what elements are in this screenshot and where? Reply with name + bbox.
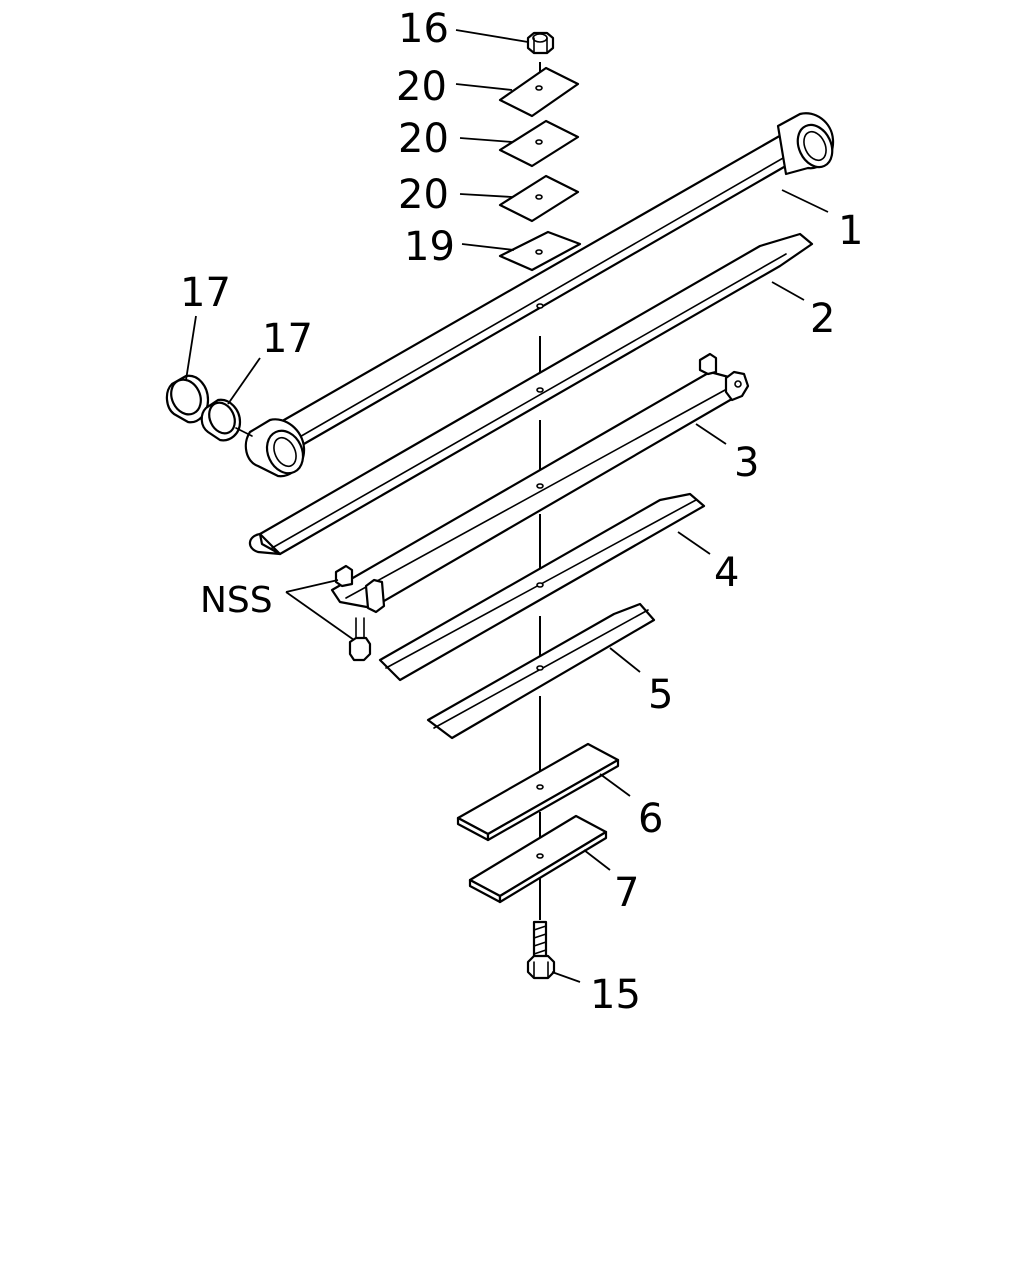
part-2-leaf xyxy=(248,232,814,556)
part-15-bolt xyxy=(526,920,556,980)
callout-19: 19 xyxy=(404,224,455,270)
part-1-main-leaf xyxy=(244,112,835,478)
callout-5: 5 xyxy=(648,672,673,718)
callout-4: 4 xyxy=(714,550,739,596)
part-3-leaf xyxy=(330,352,750,614)
nss-rivet xyxy=(348,617,372,662)
callout-20-b: 20 xyxy=(398,116,449,162)
part-20-plate-a xyxy=(498,66,580,118)
callout-3: 3 xyxy=(734,440,759,486)
part-16-nut xyxy=(526,31,555,55)
part-19-plate xyxy=(498,230,582,272)
callout-7: 7 xyxy=(614,870,639,916)
part-5-leaf xyxy=(426,602,656,740)
callout-20-a: 20 xyxy=(396,64,447,110)
callout-nss: NSS xyxy=(200,580,273,621)
callout-labels: 16 20 20 20 19 1 2 17 17 3 4 NSS 5 6 7 1… xyxy=(180,6,863,1018)
part-17-bushing-outer xyxy=(165,374,210,424)
callout-20-c: 20 xyxy=(398,172,449,218)
part-6-plate xyxy=(456,742,620,842)
callout-16: 16 xyxy=(398,6,449,52)
part-20-plate-c xyxy=(498,174,580,223)
callout-15: 15 xyxy=(590,972,641,1018)
callout-6: 6 xyxy=(638,796,663,842)
leader-lines xyxy=(185,29,829,983)
callout-2: 2 xyxy=(810,296,835,342)
part-17-bushing-inner xyxy=(200,398,253,442)
part-20-plate-b xyxy=(498,119,580,168)
part-7-plate xyxy=(468,814,608,904)
callout-17-b: 17 xyxy=(262,316,313,362)
callout-17-a: 17 xyxy=(180,270,231,316)
part-4-leaf xyxy=(378,492,706,682)
callout-1: 1 xyxy=(838,208,863,254)
